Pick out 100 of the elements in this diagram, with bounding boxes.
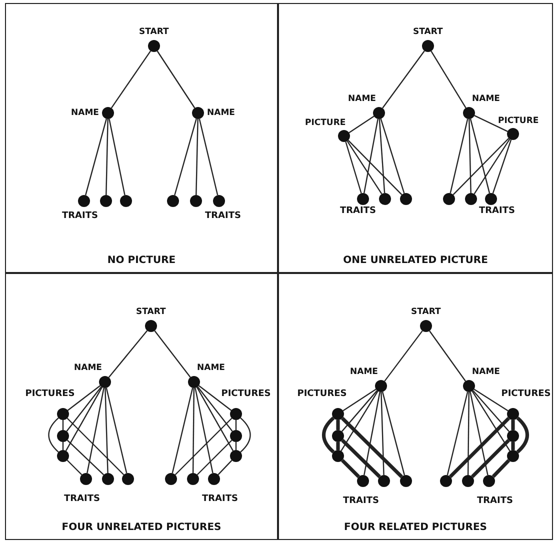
connector-line — [85, 118, 107, 196]
node-dot — [332, 430, 344, 442]
connector-line — [192, 388, 195, 473]
connector-line — [108, 118, 126, 196]
node-dot — [57, 450, 69, 462]
node-dot — [57, 408, 69, 420]
node-dot — [463, 107, 475, 119]
node-label: NAME — [74, 364, 102, 372]
connector-line — [340, 458, 360, 478]
node-dot — [78, 195, 90, 207]
group-label: TRAITS — [64, 495, 100, 504]
group-label: TRAITS — [202, 495, 238, 504]
node-dot — [400, 475, 412, 487]
node-dot — [57, 430, 69, 442]
node-dot — [400, 193, 412, 205]
connector-line — [430, 50, 466, 108]
connector-line — [172, 388, 194, 474]
connector-line — [511, 420, 515, 430]
node-label: NAME — [350, 368, 378, 376]
node-dot — [338, 130, 350, 142]
connector-line — [110, 50, 152, 108]
connector-line — [108, 330, 148, 378]
connector-line — [86, 388, 104, 474]
node-dot — [373, 107, 385, 119]
panel-frame — [278, 3, 553, 273]
connector-line — [196, 386, 234, 452]
connector-line — [382, 50, 425, 109]
connector-line — [194, 388, 214, 474]
group-label: PICTURES — [221, 390, 271, 399]
node-dot — [100, 195, 112, 207]
node-dot — [465, 193, 477, 205]
node-dot — [80, 473, 92, 485]
node-dot — [443, 193, 455, 205]
connector-line — [474, 115, 508, 132]
connector-line — [341, 390, 378, 432]
node-dot — [332, 408, 344, 420]
connector-line — [474, 138, 510, 194]
connector-line — [174, 418, 232, 476]
node-dot — [167, 195, 179, 207]
node-label: START — [136, 308, 166, 316]
node-dot — [507, 128, 519, 140]
connector-line — [472, 390, 510, 432]
connector-line — [48, 418, 59, 452]
node-dot — [208, 473, 220, 485]
connector-line — [467, 392, 470, 475]
connector-line — [66, 440, 104, 476]
panel-caption: ONE UNRELATED PICTURE — [342, 255, 489, 266]
connector-line — [198, 385, 232, 411]
connector-line — [62, 420, 64, 430]
node-dot — [375, 380, 387, 392]
node-label: PICTURE — [305, 119, 346, 128]
node-dot — [102, 473, 114, 485]
node-dot — [440, 475, 452, 487]
connector-line — [235, 420, 237, 430]
node-dot — [120, 195, 132, 207]
connector-line — [340, 390, 378, 452]
node-label: START — [411, 308, 441, 316]
connector-line — [104, 388, 108, 474]
node-dot — [463, 380, 475, 392]
node-dot — [148, 40, 160, 52]
node-label: START — [139, 28, 169, 36]
group-label: PICTURES — [501, 390, 551, 399]
connector-line — [154, 330, 191, 378]
node-dot — [188, 376, 200, 388]
node-dot — [483, 475, 495, 487]
connector-line — [336, 442, 340, 450]
connector-line — [511, 442, 515, 450]
node-dot — [485, 193, 497, 205]
node-dot — [230, 430, 242, 442]
connector-line — [452, 138, 510, 196]
connector-line — [364, 118, 378, 194]
panel-frame — [5, 3, 278, 273]
connector-line — [67, 385, 101, 411]
node-dot — [230, 408, 242, 420]
connector-line — [197, 386, 233, 432]
node-dot — [379, 193, 391, 205]
group-label: TRAITS — [479, 207, 515, 216]
node-dot — [99, 376, 111, 388]
connector-line — [106, 118, 108, 196]
node-dot — [422, 40, 434, 52]
node-dot — [230, 450, 242, 462]
connector-line — [65, 386, 103, 452]
connector-line — [196, 440, 232, 476]
node-label: NAME — [197, 364, 225, 372]
node-dot — [192, 107, 204, 119]
node-dot — [507, 408, 519, 420]
node-label: NAME — [71, 108, 99, 117]
node-dot — [357, 475, 369, 487]
connector-line — [380, 118, 405, 194]
connector-line — [382, 392, 406, 476]
node-dot — [213, 195, 225, 207]
connector-line — [472, 390, 510, 452]
connector-line — [380, 392, 384, 476]
node-dot — [507, 430, 519, 442]
node-dot — [122, 473, 134, 485]
connector-line — [345, 142, 362, 194]
panel-caption: NO PICTURE — [106, 255, 177, 266]
group-label: TRAITS — [477, 497, 513, 506]
connector-line — [342, 388, 376, 412]
connector-line — [240, 418, 251, 452]
